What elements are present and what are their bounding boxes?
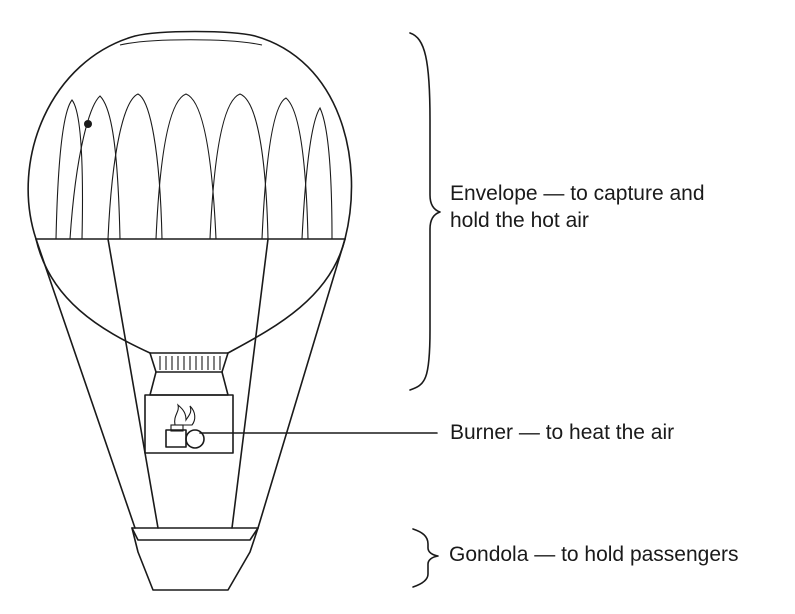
gondola-bracket xyxy=(412,528,439,588)
envelope-gores xyxy=(55,93,333,240)
envelope-label-line2: hold the hot air xyxy=(450,209,589,232)
burner-tank xyxy=(185,429,205,449)
envelope-dot xyxy=(84,120,92,128)
burner-label: Burner — to heat the air xyxy=(450,421,675,444)
envelope-bracket xyxy=(409,32,441,391)
burner-unit xyxy=(165,429,187,448)
envelope-crown xyxy=(119,39,263,46)
envelope-label-line1: Envelope — to capture and xyxy=(450,182,705,205)
burner-frame xyxy=(144,394,234,454)
envelope-label: Envelope — to capture and hold the hot a… xyxy=(450,180,705,234)
gondola-label: Gondola — to hold passengers xyxy=(449,543,739,566)
envelope-outline xyxy=(27,30,353,354)
balloon-throat xyxy=(149,352,229,396)
annotations xyxy=(199,32,441,588)
gondola-basket xyxy=(131,527,259,591)
balloon-envelope xyxy=(27,30,353,354)
suspension-cables xyxy=(35,238,346,529)
flame-icon xyxy=(174,403,196,426)
